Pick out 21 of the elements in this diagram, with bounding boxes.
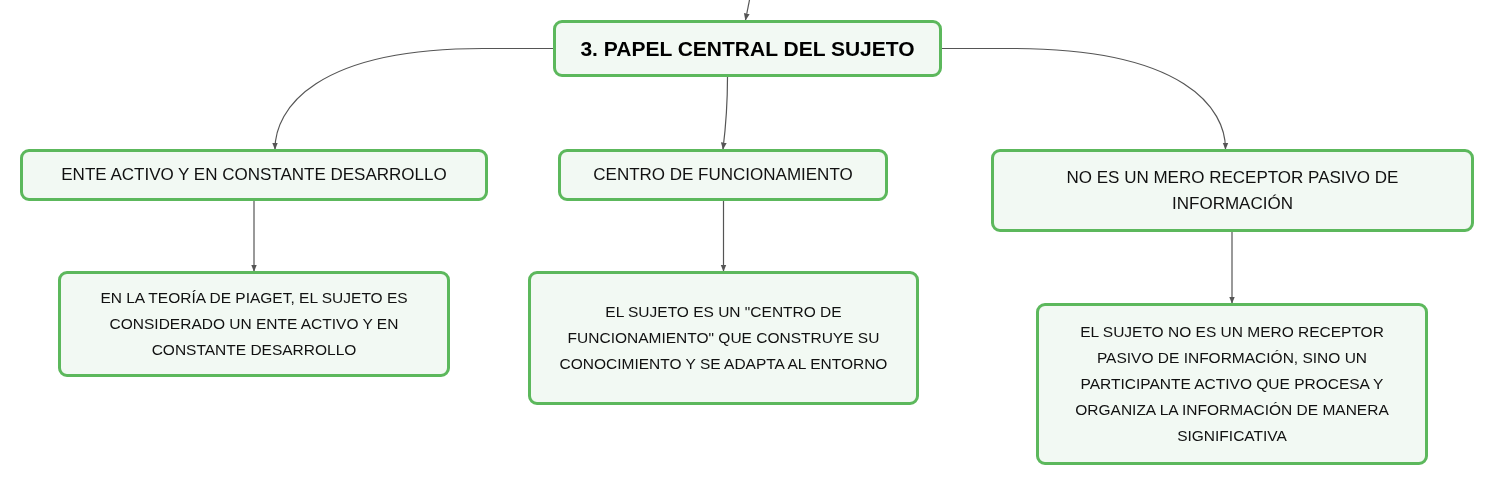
connector-arrow xyxy=(1229,231,1235,304)
connector-arrow xyxy=(251,200,257,272)
connector-arrow xyxy=(272,47,554,150)
concept-box xyxy=(991,149,1474,232)
node-text: EL SUJETO NO ES UN MERO RECEPTOR PASIVO DE INFORMACIÓN, SINO UN PARTICIPANTE ACTIVO QUE PROCESA Y ORGANIZA LA INFORMACIÓN DE MANERA SIGNIFICATIVA xyxy=(1074,322,1390,446)
concept-box xyxy=(558,149,888,201)
node-text: ENTE ACTIVO Y EN CONSTANTE DESARROLLO xyxy=(61,164,447,187)
concept-box xyxy=(20,149,488,201)
concept-box xyxy=(528,271,919,405)
node-text: EN LA TEORÍA DE PIAGET, EL SUJETO ES CONSIDERADO UN ENTE ACTIVO Y EN CONSTANTE DESARROLLO xyxy=(99,288,409,360)
node-text: EL SUJETO ES UN "CENTRO DE FUNCIONAMIENTO" QUE CONSTRUYE SU CONOCIMIENTO Y SE ADAPTA AL ENTORNO xyxy=(558,302,889,374)
topic-box xyxy=(553,20,942,77)
connector-arrow xyxy=(720,200,727,272)
concept-box xyxy=(1036,303,1428,465)
node-text: CENTRO DE FUNCIONAMIENTO xyxy=(593,164,853,187)
concept-box xyxy=(58,271,450,377)
node-text: NO ES UN MERO RECEPTOR PASIVO DE INFORMACIÓN xyxy=(1065,167,1400,215)
connector-arrow xyxy=(743,0,751,21)
connector-arrow xyxy=(941,47,1228,150)
node-text: 3. PAPEL CENTRAL DEL SUJETO xyxy=(580,35,915,62)
connector-arrow xyxy=(720,76,729,150)
